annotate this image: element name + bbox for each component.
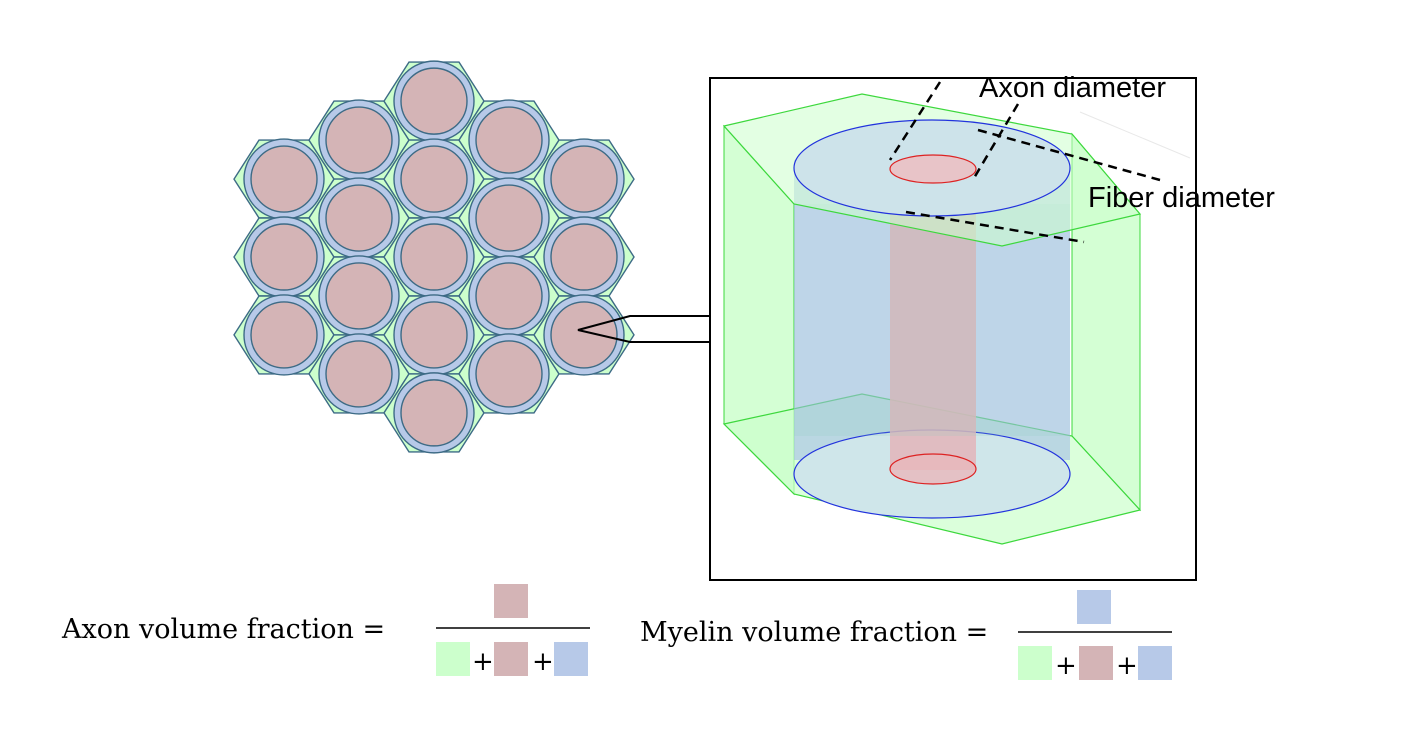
axon-denominator-green-swatch [436,642,470,676]
axon-core [250,223,318,291]
axon-core [475,184,543,252]
axon-denominator-blue-swatch [554,642,588,676]
dimension-lines [888,81,1161,244]
callout-connector [577,315,710,343]
zoom-box [709,77,1197,581]
axon-core [400,67,468,135]
axon-formula-text: Axon volume fraction = [61,614,385,645]
axon-core [400,223,468,291]
axon-core [550,301,618,369]
myelin-formula-text: Myelin volume fraction = [640,617,988,648]
myelin-denominator-red-swatch [1079,646,1113,680]
axon-core [550,223,618,291]
fiber-diameter-dash-top [977,128,1161,182]
hex-packing-grid [233,60,635,454]
model-translucent-overlay [794,204,1070,436]
axon-core [400,145,468,213]
axon-diameter-dash-left [888,81,942,161]
axon-core [325,340,393,408]
axon-core [325,106,393,174]
axon-numerator-red-swatch [494,584,528,618]
axon-core [400,301,468,369]
axon-core [475,262,543,330]
axon-diameter-label: Axon diameter [979,72,1166,104]
axon-denominator-red-swatch [494,642,528,676]
axon-top-ellipse [889,154,977,184]
myelin-volume-fraction-formula: Myelin volume fraction = + + [640,590,1172,681]
myelin-denominator-green-swatch [1018,646,1052,680]
myelin-denominator-blue-swatch [1138,646,1172,680]
faint-line [1079,111,1191,159]
axon-core [325,262,393,330]
fiber-3d-model [722,93,1191,545]
myelin-plus-1: + [1055,651,1077,681]
axon-core [250,301,318,369]
axon-core [475,106,543,174]
axon-volume-fraction-formula: Axon volume fraction = + + [61,584,590,677]
axon-core [550,145,618,213]
axon-core [475,340,543,408]
axon-core [250,145,318,213]
axon-core [400,379,468,447]
axon-core [325,184,393,252]
axon-bottom-ellipse [889,453,977,485]
axon-plus-1: + [472,647,494,677]
myelin-plus-2: + [1116,651,1138,681]
axon-plus-2: + [532,647,554,677]
fiber-diameter-label: Fiber diameter [1088,182,1275,214]
myelin-numerator-blue-swatch [1077,590,1111,624]
fiber-diameter-dash-bottom [905,210,1085,244]
